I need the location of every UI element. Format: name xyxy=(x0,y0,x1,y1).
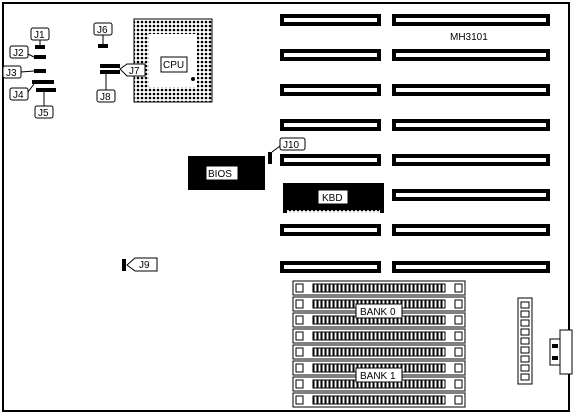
expansion-slot-left-4 xyxy=(280,119,381,131)
kbd-label: KBD xyxy=(322,193,343,204)
expansion-slot-right-6 xyxy=(392,189,550,201)
jumper-j6: J6 xyxy=(93,22,113,48)
bank0-label-box xyxy=(355,303,403,319)
expansion-slot-right-7 xyxy=(392,224,550,236)
bank1-label: BANK 1 xyxy=(360,371,396,382)
cpu-label: CPU xyxy=(163,60,184,71)
cpu-socket: CPU xyxy=(133,18,213,103)
expansion-slot-right-2 xyxy=(392,49,550,61)
expansion-slot-left-5 xyxy=(280,154,381,166)
expansion-slot-right-5 xyxy=(392,154,550,166)
simm-slot-1 xyxy=(292,280,466,296)
bios-chip: BIOS xyxy=(188,156,265,190)
jumper-j4: J4 xyxy=(9,80,54,101)
expansion-slot-left-7 xyxy=(280,224,381,236)
simm-slot-4 xyxy=(292,328,466,344)
simm-slot-7 xyxy=(292,376,466,392)
j7-label: J7 xyxy=(129,66,140,77)
kbd-chip: KBD xyxy=(283,183,384,213)
expansion-slot-right-8 xyxy=(392,261,550,273)
expansion-slot-left-8 xyxy=(280,261,381,273)
jumper-j8: J8 xyxy=(96,74,116,103)
j2-label: J2 xyxy=(13,48,24,59)
jumper-j3: J3 xyxy=(2,65,46,79)
j5-label: J5 xyxy=(38,108,49,119)
bios-label: BIOS xyxy=(208,169,232,180)
expansion-slot-right-4 xyxy=(392,119,550,131)
jumper-j7: J7 xyxy=(100,63,146,77)
expansion-slot-left-1 xyxy=(280,14,381,26)
bank0-label: BANK 0 xyxy=(360,307,396,318)
expansion-slot-right-3 xyxy=(392,84,550,96)
power-connector xyxy=(517,297,533,385)
jumper-j2: J2 xyxy=(9,45,46,59)
bank1-label-box xyxy=(355,367,403,383)
memory-banks: BANK 0 BANK 1 xyxy=(292,280,466,408)
jumper-j9: J9 xyxy=(122,257,158,272)
j9-label: J9 xyxy=(139,260,150,271)
jumper-j10: J10 xyxy=(268,137,306,164)
keyboard-connector xyxy=(549,329,573,375)
j10-label: J10 xyxy=(283,140,300,151)
expansion-slot-left-2 xyxy=(280,49,381,61)
expansion-slot-right-1 xyxy=(392,14,550,26)
board-model-label: MH3101 xyxy=(450,32,488,43)
jumper-j5: J5 xyxy=(34,88,56,119)
j8-label: J8 xyxy=(100,92,111,103)
jumper-j1: J1 xyxy=(30,27,50,49)
simm-slot-5 xyxy=(292,344,466,360)
j3-label: J3 xyxy=(6,68,17,79)
j1-label: J1 xyxy=(34,30,45,41)
j6-label: J6 xyxy=(97,25,108,36)
j4-label: J4 xyxy=(13,90,24,101)
simm-slot-8 xyxy=(292,392,466,408)
expansion-slots xyxy=(280,14,550,273)
expansion-slot-left-3 xyxy=(280,84,381,96)
